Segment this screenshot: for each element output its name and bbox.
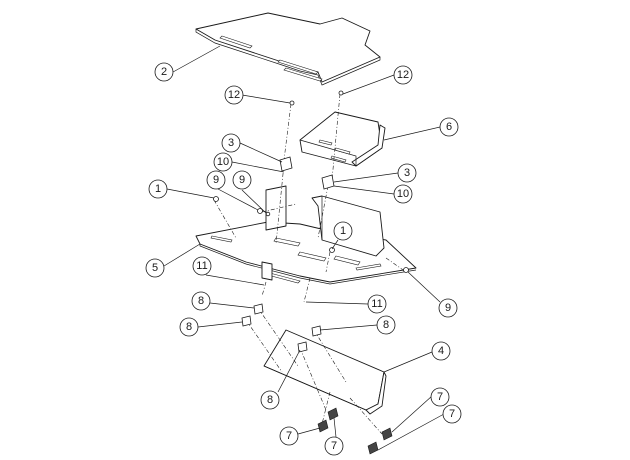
balloon-9: 9 xyxy=(232,170,252,190)
part-5-base-plate xyxy=(195,185,417,285)
balloon-1: 1 xyxy=(148,179,168,199)
svg-text:3: 3 xyxy=(228,137,234,149)
balloon-8: 8 xyxy=(191,291,211,311)
svg-text:8: 8 xyxy=(198,295,204,307)
balloon-11: 11 xyxy=(367,294,387,314)
balloon-7: 7 xyxy=(430,387,450,407)
balloon-8: 8 xyxy=(179,317,199,337)
svg-text:3: 3 xyxy=(404,167,410,179)
svg-text:9: 9 xyxy=(239,174,245,186)
balloon-7: 7 xyxy=(442,404,462,424)
svg-text:1: 1 xyxy=(340,225,346,237)
balloon-3: 3 xyxy=(221,133,241,153)
svg-text:11: 11 xyxy=(371,298,382,310)
svg-text:4: 4 xyxy=(438,345,444,357)
balloon-7: 7 xyxy=(324,436,344,456)
svg-text:9: 9 xyxy=(213,174,219,186)
balloon-4: 4 xyxy=(431,341,451,361)
balloon-8: 8 xyxy=(260,390,280,410)
svg-text:10: 10 xyxy=(397,188,409,200)
svg-text:7: 7 xyxy=(449,408,455,420)
balloon-7: 7 xyxy=(279,426,299,446)
part-4-lower-plate xyxy=(263,329,387,415)
svg-text:7: 7 xyxy=(437,391,443,403)
balloon-10: 10 xyxy=(213,152,233,172)
svg-text:11: 11 xyxy=(196,260,207,272)
balloon-8: 8 xyxy=(376,315,396,335)
balloon-2: 2 xyxy=(154,62,174,82)
svg-text:8: 8 xyxy=(383,319,389,331)
balloon-5: 5 xyxy=(145,258,165,278)
svg-text:9: 9 xyxy=(445,302,451,314)
balloon-1: 1 xyxy=(333,221,353,241)
svg-text:8: 8 xyxy=(267,394,273,406)
svg-text:1: 1 xyxy=(155,183,161,195)
balloon-12: 12 xyxy=(393,65,413,85)
svg-text:8: 8 xyxy=(186,321,192,333)
svg-text:12: 12 xyxy=(397,69,409,81)
svg-text:12: 12 xyxy=(228,89,240,101)
balloon-9: 9 xyxy=(438,298,458,318)
svg-text:5: 5 xyxy=(152,262,158,274)
leader-lines xyxy=(163,45,445,451)
assembly-axes xyxy=(213,93,407,435)
hardware xyxy=(213,90,409,455)
part-2-cover-plate xyxy=(195,12,381,86)
part-6-upper-bracket xyxy=(299,111,386,167)
balloon-12: 12 xyxy=(224,85,244,105)
svg-text:2: 2 xyxy=(161,66,167,78)
svg-text:10: 10 xyxy=(217,156,229,168)
svg-text:7: 7 xyxy=(286,430,292,442)
balloon-11: 11 xyxy=(192,256,212,276)
balloon-9: 9 xyxy=(206,170,226,190)
balloon-6: 6 xyxy=(439,117,459,137)
svg-text:7: 7 xyxy=(331,440,337,452)
svg-text:6: 6 xyxy=(446,121,452,133)
balloon-3: 3 xyxy=(397,163,417,183)
balloon-10: 10 xyxy=(393,184,413,204)
item-balloons: 2 12 12 6 3 3 10 10 1 9 9 1 5 11 11 9 8 … xyxy=(145,62,462,456)
